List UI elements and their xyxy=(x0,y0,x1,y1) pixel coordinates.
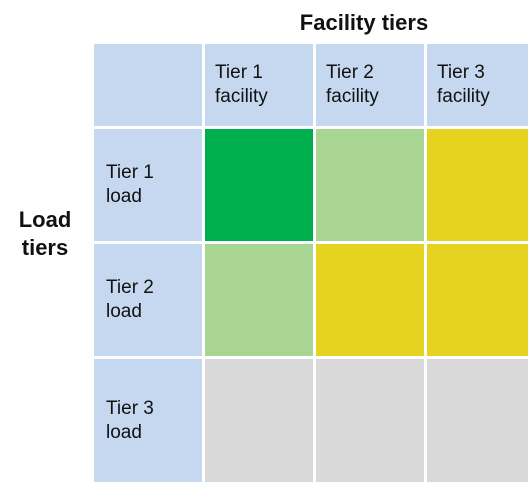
row-header-tier-2: Tier 2 load xyxy=(94,244,202,356)
row-header-tier-1: Tier 1 load xyxy=(94,129,202,241)
matrix-cell-r2-c1 xyxy=(205,244,313,356)
matrix-cell-r1-c3 xyxy=(427,129,528,241)
row-header-label: Tier 2 load xyxy=(106,277,154,322)
matrix-cell-r2-c2 xyxy=(316,244,424,356)
corner-cell xyxy=(94,44,202,126)
column-header-tier-2: Tier 2 facility xyxy=(316,44,424,126)
matrix-cell-r3-c1 xyxy=(205,359,313,482)
row-header-label: Tier 1 load xyxy=(106,162,154,207)
tier-matrix: Tier 1 facility Tier 2 facility Tier 3 f… xyxy=(94,44,528,482)
row-header-tier-3: Tier 3 load xyxy=(94,359,202,482)
column-group-title: Facility tiers xyxy=(299,10,429,35)
matrix-cell-r2-c3 xyxy=(427,244,528,356)
row-group-title: Load tiers xyxy=(18,207,72,260)
matrix-cell-r3-c3 xyxy=(427,359,528,482)
row-header-label: Tier 3 load xyxy=(106,397,154,443)
matrix-cell-r1-c2 xyxy=(316,129,424,241)
column-header-tier-1: Tier 1 facility xyxy=(205,44,313,126)
matrix-cell-r3-c2 xyxy=(316,359,424,482)
matrix-cell-r1-c1 xyxy=(205,129,313,241)
column-header-tier-3: Tier 3 facility xyxy=(427,44,528,126)
